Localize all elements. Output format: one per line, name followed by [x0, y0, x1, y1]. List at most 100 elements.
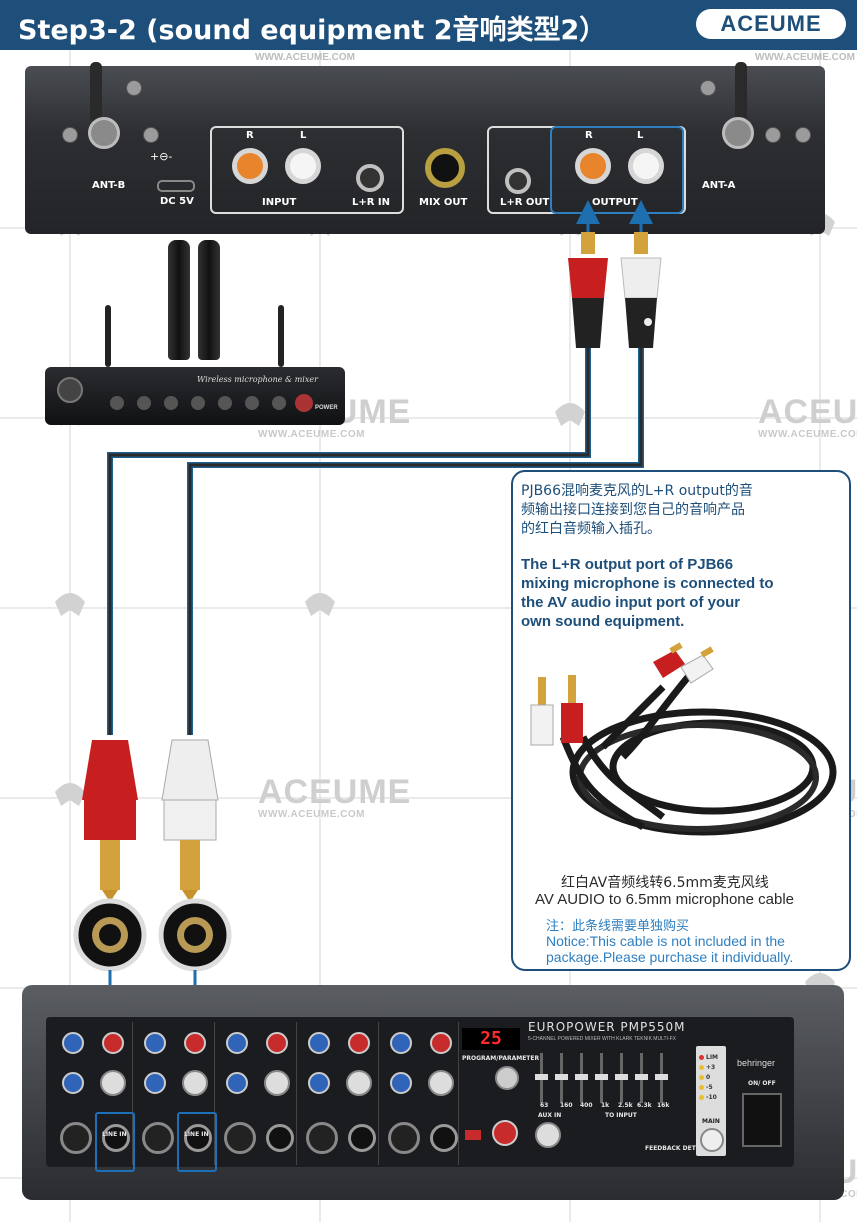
power-switch-label: ON/ OFF — [748, 1080, 776, 1087]
level-knob[interactable] — [346, 1070, 372, 1096]
screw-icon — [795, 127, 811, 143]
line-in-highlight-1 — [95, 1112, 135, 1172]
screw-icon — [765, 127, 781, 143]
antenna-icon — [105, 305, 111, 367]
eq-freq-label: 1k — [601, 1102, 610, 1109]
channel-strip-5 — [380, 1022, 459, 1165]
eq-freq-label: 2.5k — [618, 1102, 633, 1109]
model-name: EUROPOWER PMP550M — [528, 1020, 686, 1034]
line-in-jack[interactable] — [430, 1124, 458, 1152]
mic-input-jack — [57, 377, 83, 403]
power-label: POWER — [315, 405, 338, 411]
low-eq-knob[interactable] — [144, 1072, 166, 1094]
high-eq-knob[interactable] — [308, 1032, 330, 1054]
fx-knob[interactable] — [184, 1032, 206, 1054]
mic-xlr-input[interactable] — [224, 1122, 256, 1154]
mix-out-jack[interactable] — [425, 148, 465, 188]
fx-button[interactable] — [465, 1130, 481, 1140]
knob-icon — [110, 396, 124, 410]
led-label: 0 — [706, 1074, 711, 1081]
line-in-label: LINE IN — [184, 1131, 209, 1138]
fx-knob[interactable] — [102, 1032, 124, 1054]
line-in-socket-2 — [158, 898, 232, 972]
receiver-rear-panel — [25, 66, 825, 234]
level-knob[interactable] — [264, 1070, 290, 1096]
knob-icon — [164, 396, 178, 410]
high-eq-knob[interactable] — [390, 1032, 412, 1054]
level-knob[interactable] — [100, 1070, 126, 1096]
label-mix-out: MIX OUT — [419, 197, 468, 208]
label-r: R — [246, 130, 254, 141]
label-ant-b: ANT-B — [92, 180, 126, 191]
output-r-jack[interactable] — [575, 148, 611, 184]
rca-plug-white — [620, 232, 662, 348]
high-eq-knob[interactable] — [144, 1032, 166, 1054]
label-output-l: L — [637, 130, 644, 141]
knob-icon — [272, 396, 286, 410]
led-icon — [699, 1075, 704, 1080]
mic-xlr-input[interactable] — [142, 1122, 174, 1154]
program-knob[interactable] — [495, 1066, 519, 1090]
label-input: INPUT — [262, 197, 297, 208]
lr-out-jack[interactable] — [505, 168, 531, 194]
jack-plug-red — [82, 740, 138, 902]
av-cable-image — [530, 642, 837, 836]
channel-strip-1 — [52, 1022, 133, 1165]
input-r-jack[interactable] — [232, 148, 268, 184]
aux-level-knob[interactable] — [535, 1122, 561, 1148]
aux-in-label: AUX IN — [538, 1112, 562, 1119]
line-in-jack[interactable] — [102, 1124, 130, 1152]
power-button — [295, 394, 313, 412]
label-output: OUTPUT — [592, 197, 638, 208]
line-in-jack[interactable] — [266, 1124, 294, 1152]
fx-knob[interactable] — [266, 1032, 288, 1054]
cable-cn: 红白AV音频线转6.5mm麦克风线 — [561, 875, 769, 891]
high-eq-knob[interactable] — [226, 1032, 248, 1054]
channel-strip-2 — [134, 1022, 215, 1165]
led-label: LIM — [706, 1054, 719, 1061]
channel-strip-4 — [298, 1022, 379, 1165]
main-knob[interactable] — [700, 1128, 724, 1152]
feedback-label: FEEDBACK DETECTION — [645, 1145, 721, 1152]
eq-freq-label: 160 — [560, 1102, 573, 1109]
screw-icon — [143, 127, 159, 143]
en-line-4: own sound equipment. — [521, 613, 685, 630]
dc-port — [157, 180, 195, 192]
led-label: +3 — [706, 1064, 716, 1071]
high-eq-knob[interactable] — [62, 1032, 84, 1054]
knob-icon — [245, 396, 259, 410]
brand-logo: ACEUME — [696, 9, 846, 39]
line-in-jack[interactable] — [348, 1124, 376, 1152]
level-knob[interactable] — [428, 1070, 454, 1096]
fx-knob[interactable] — [430, 1032, 452, 1054]
en-line-3: the AV audio input port of your — [521, 594, 741, 611]
lr-in-jack[interactable] — [356, 164, 384, 192]
low-eq-knob[interactable] — [308, 1072, 330, 1094]
input-l-jack[interactable] — [285, 148, 321, 184]
microphone-2 — [198, 240, 220, 360]
level-meter: LIM +3 0 -5 -10 MAIN — [696, 1046, 726, 1156]
mic-xlr-input[interactable] — [60, 1122, 92, 1154]
line-in-jack[interactable] — [184, 1124, 212, 1152]
to-input-label: TO INPUT — [605, 1112, 637, 1119]
antenna-b — [90, 62, 102, 122]
line-in-label: LINE IN — [102, 1131, 127, 1138]
line-in-highlight-2 — [177, 1112, 217, 1172]
low-eq-knob[interactable] — [390, 1072, 412, 1094]
label-l: L — [300, 130, 307, 141]
mic-xlr-input[interactable] — [306, 1122, 338, 1154]
fx-level-knob[interactable] — [492, 1120, 518, 1146]
cn-line-2: 频输出接口连接到您自己的音响产品 — [521, 502, 745, 518]
level-knob[interactable] — [182, 1070, 208, 1096]
mic-xlr-input[interactable] — [388, 1122, 420, 1154]
notice-en-2: package.Please purchase it individually. — [546, 949, 794, 965]
low-eq-knob[interactable] — [226, 1072, 248, 1094]
fx-knob[interactable] — [348, 1032, 370, 1054]
led-icon — [699, 1065, 704, 1070]
power-switch[interactable] — [742, 1093, 782, 1147]
output-l-jack[interactable] — [628, 148, 664, 184]
label-lr-in: L+R IN — [352, 197, 391, 208]
low-eq-knob[interactable] — [62, 1072, 84, 1094]
